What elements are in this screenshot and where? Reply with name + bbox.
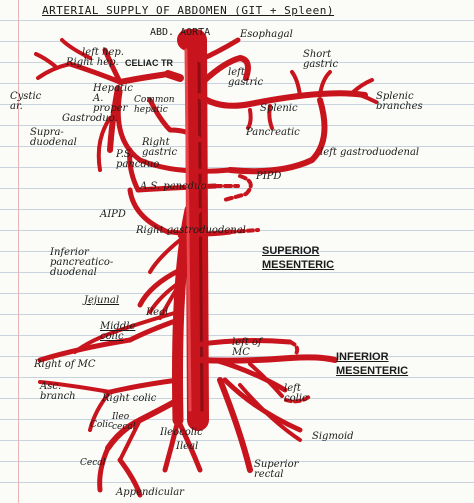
label-right-hep: Right hep. <box>66 57 119 68</box>
label-sigmoid: Sigmoid <box>312 431 354 442</box>
pancreatic-branch-2 <box>267 104 274 130</box>
label-ileal-lower: Ileal <box>176 441 199 452</box>
middle-colic-artery <box>127 317 181 343</box>
jejunal-artery-2 <box>148 280 182 314</box>
sigmoid-artery-2 <box>238 383 302 442</box>
cystic-artery <box>36 62 72 80</box>
as-pancreaticoduodenal <box>135 183 218 193</box>
label-abd-aorta: ABD. AORTA <box>150 27 211 38</box>
label-right-gastroduodenal: Right gastroduodenal <box>136 225 246 236</box>
label-left-colic: left colic <box>284 383 308 404</box>
label-inferior-pancreaticoduodenal: Inferior pancreatico-duodenal <box>50 247 114 278</box>
label-right-gastric: Right gastric <box>142 137 178 158</box>
notebook-margin-line <box>18 0 19 503</box>
supraduodenal-artery <box>96 116 112 172</box>
ileocecal-artery <box>118 418 142 462</box>
label-middle-colic: Middle colic <box>100 321 136 342</box>
left-hepatic-artery <box>102 47 123 85</box>
label-left-gastroduodenal: left gastroduodenal <box>320 147 420 158</box>
common-hepatic-artery <box>117 71 171 85</box>
left-colic-artery <box>248 362 284 398</box>
label-as-pancduo: A.S. pancduo <box>140 181 207 192</box>
right-colic-down <box>88 390 112 432</box>
label-hepatic-a-proper: Hepatic A. proper <box>93 83 133 114</box>
label-left-gastric: left gastric <box>228 67 264 88</box>
aorta-highlight <box>184 48 192 412</box>
left-of-mc <box>192 338 293 348</box>
diagram-title: ARTERIAL SUPPLY OF ABDOMEN (GIT + Spleen… <box>42 4 335 17</box>
label-supraduodenal: Supra-duodenal <box>30 127 77 148</box>
splenic-branch-2 <box>358 93 378 104</box>
label-ileocecal: Ileo cecal <box>112 412 136 432</box>
label-right-colic: Right colic <box>102 393 157 404</box>
gastroduodenal-artery <box>107 85 121 153</box>
inferior-pancreaticoduodenal <box>148 238 182 274</box>
label-appendicular: Appendicular <box>116 487 184 498</box>
label-ileal: Ileal <box>146 307 169 318</box>
superior-rectal-artery <box>217 377 253 473</box>
left-gastric-artery <box>202 55 251 83</box>
label-splenic: Splenic <box>260 103 298 114</box>
label-cystic-ar: Cystic ar. <box>10 91 42 112</box>
short-gastric-branch <box>318 70 332 97</box>
label-aipd: AIPD <box>100 209 126 220</box>
esophageal-branch <box>197 37 241 63</box>
left-of-mc-dash <box>288 340 300 356</box>
right-gastroepiploic <box>169 229 233 237</box>
label-left-of-mc: left of MC <box>232 337 262 358</box>
mc-upper <box>73 310 180 354</box>
label-jejunal: Jejunal <box>84 295 120 306</box>
ps-pancreaticoduodenal <box>127 147 141 193</box>
splenic-artery <box>197 90 368 109</box>
label-pancreatic: Pancreatic <box>246 127 300 138</box>
pancreatic-branch <box>246 108 253 130</box>
right-hepatic-artery <box>67 61 123 85</box>
ileal-lower-branch <box>162 417 181 473</box>
label-common-hepatic: Common hepatic <box>134 95 175 115</box>
hepatic-upper-branch <box>60 38 92 60</box>
ascending-branch <box>38 380 112 394</box>
left-colic-dash <box>284 394 312 404</box>
label-asc-branch: Asc. branch <box>40 381 76 402</box>
label-celiac-tr: CELIAC TR <box>125 58 173 68</box>
gastric-arc <box>115 89 233 174</box>
label-short-gastric: Short gastric <box>303 49 339 70</box>
left-gastroepiploic <box>227 97 328 175</box>
label-inferior-mesenteric: INFERIOR MESENTERIC <box>336 351 409 377</box>
label-splenic-branches: Splenic branches <box>376 91 423 112</box>
aipd-artery <box>127 187 171 235</box>
label-superior-mesenteric: SUPERIOR MESENTERIC <box>262 245 335 271</box>
short-gastric-artery <box>290 70 302 98</box>
label-esophagal: Esophagal <box>240 29 293 40</box>
cystic-artery-branch <box>34 52 57 68</box>
label-gastroduo: Gastroduo. <box>62 113 118 124</box>
right-gastroepiploic-dash <box>228 228 260 234</box>
jejunal-artery <box>137 267 183 308</box>
label-pipd: PIPD <box>256 171 282 182</box>
ileal-lower-branch-2 <box>175 417 203 473</box>
appendicular-artery <box>117 457 143 498</box>
ima-branch <box>212 357 288 393</box>
label-right-of-mc: Right of MC <box>34 359 96 370</box>
label-colic: Colic <box>90 420 114 430</box>
colic-branch <box>97 445 111 493</box>
label-superior-rectal: Superior rectal <box>254 459 299 480</box>
right-gastric-artery <box>147 97 203 143</box>
pipd-arc <box>222 174 253 202</box>
aorta-trunk <box>177 29 209 431</box>
splenic-branch-1 <box>350 78 374 95</box>
label-cecal: Cecal <box>80 458 106 468</box>
label-ps-pancduo: P.S. pancduo <box>116 149 160 170</box>
right-colic-artery <box>107 377 181 395</box>
label-ileocolic: Ileocolic <box>160 427 203 438</box>
label-left-hep: left hep. <box>82 47 124 58</box>
